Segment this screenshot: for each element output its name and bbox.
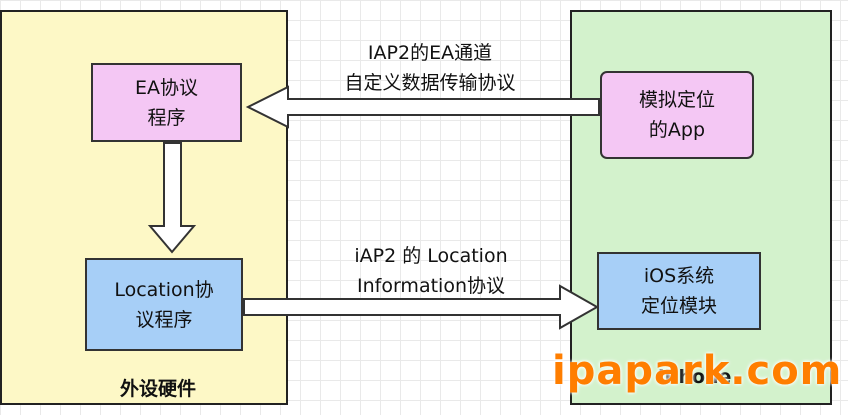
mock-location-app-box: 模拟定位 的App [600,71,754,159]
ea-protocol-program-box: EA协议 程序 [91,63,242,142]
location-box-line1: Location协 [114,278,214,301]
location-information-label-line2: Information协议 [357,275,505,297]
app-box-line1: 模拟定位 [638,89,715,111]
ea-channel-label-line2: 自定义数据传输协议 [344,72,516,94]
ea-channel-label-line1: IAP2的EA通道 [367,42,493,64]
ea-channel-arrow [245,85,600,129]
iphone-label: iPhone [658,366,732,388]
location-information-label-line1: iAP2 的 Location [354,245,508,267]
ios-box-line1: iOS系统 [643,265,715,287]
ea-channel-label: IAP2的EA通道 自定义数据传输协议 [300,38,560,98]
location-information-arrow [243,284,600,330]
location-information-label: iAP2 的 Location Information协议 [288,241,574,301]
ea-box-line2: 程序 [147,106,186,129]
watermark: ipapark.com [552,348,843,394]
ea-to-location-arrow [147,142,197,254]
ios-box-line2: 定位模块 [640,295,717,317]
location-box-line2: 议程序 [135,308,193,331]
ea-box-line1: EA协议 [134,76,198,99]
app-box-line2: 的App [648,119,706,141]
location-protocol-program-box: Location协 议程序 [85,258,243,351]
peripheral-hardware-label: 外设硬件 [120,378,197,400]
ios-location-module-box: iOS系统 定位模块 [597,252,761,330]
